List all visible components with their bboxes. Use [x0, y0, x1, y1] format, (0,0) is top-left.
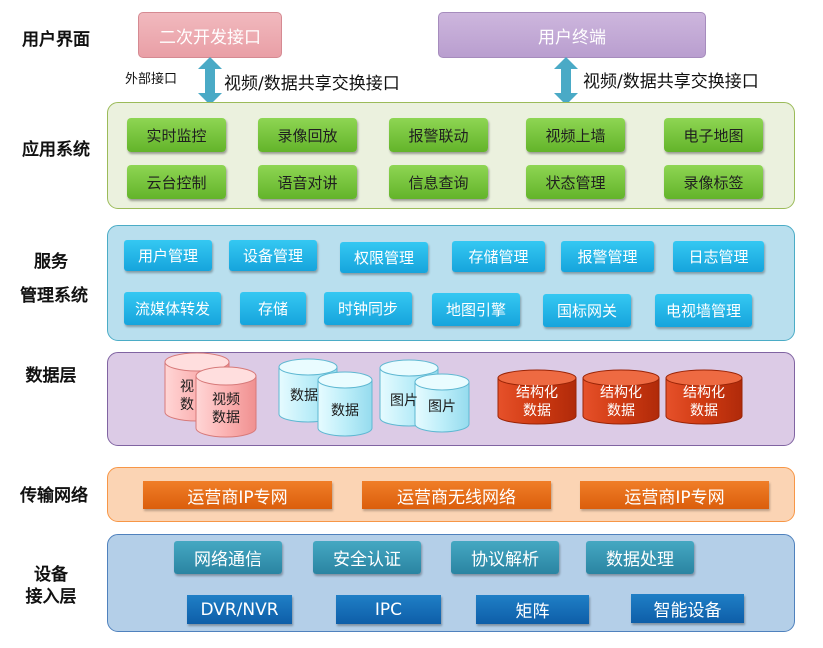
app-module-info-query[interactable]: 信息查询 [389, 165, 488, 199]
structured-data-label-1: 结构化 数据 [516, 385, 558, 419]
user-terminal-box[interactable]: 用户终端 [438, 12, 706, 58]
cyan-cylinder-b-front [414, 373, 470, 433]
double-arrow-icon-left [198, 57, 222, 105]
app-module-status-management[interactable]: 状态管理 [526, 165, 625, 199]
structured-data-label-3: 结构化 数据 [683, 385, 725, 419]
device-dvr-nvr[interactable]: DVR/NVR [187, 595, 292, 624]
row-label-service-management-1: 服务 [34, 252, 68, 272]
service-map-engine[interactable]: 地图引擎 [432, 293, 520, 326]
service-storage[interactable]: 存储 [240, 292, 306, 325]
secondary-dev-interface-box[interactable]: 二次开发接口 [138, 12, 282, 58]
transport-ip-private-network-2[interactable]: 运营商IP专网 [580, 481, 769, 509]
external-interface-label: 外部接口 [125, 72, 178, 87]
app-module-intercom[interactable]: 语音对讲 [258, 165, 357, 199]
transport-wireless-network[interactable]: 运营商无线网络 [362, 481, 551, 509]
row-label-application-system: 应用系统 [22, 140, 90, 160]
cyan-cylinder-b-front-label: 图片 [428, 399, 456, 415]
service-user-management[interactable]: 用户管理 [124, 240, 212, 271]
row-label-service-management-2: 管理系统 [20, 286, 88, 306]
row-label-device-access-1: 设备 [34, 565, 68, 585]
app-module-video-wall[interactable]: 视频上墙 [526, 118, 625, 152]
device-function-network-comm[interactable]: 网络通信 [174, 541, 282, 574]
cyan-cylinder-a-front-label: 数据 [331, 403, 359, 419]
right-share-interface-label: 视频/数据共享交换接口 [583, 72, 759, 92]
row-label-data-layer: 数据层 [25, 366, 77, 386]
app-module-alarm-linkage[interactable]: 报警联动 [389, 118, 488, 152]
device-function-protocol-parsing[interactable]: 协议解析 [451, 541, 559, 574]
structured-data-cylinder-3 [665, 369, 743, 425]
service-gb-gateway[interactable]: 国标网关 [543, 294, 631, 327]
device-matrix[interactable]: 矩阵 [476, 595, 589, 624]
structured-data-label-2: 结构化 数据 [600, 385, 642, 419]
row-label-user-interface: 用户界面 [22, 30, 90, 50]
pink-cylinder-back-label: 视 数 [180, 379, 194, 413]
device-smart-device[interactable]: 智能设备 [631, 594, 744, 623]
data-cylinders-graphic [164, 352, 743, 438]
cyan-cylinder-a-front [317, 371, 373, 437]
pink-cylinder-front [195, 366, 257, 438]
service-tv-wall-management[interactable]: 电视墙管理 [655, 294, 752, 327]
cyan-cylinder-a-back-label: 数据 [290, 388, 318, 404]
app-module-realtime-monitor[interactable]: 实时监控 [127, 118, 226, 152]
structured-data-cylinder-2 [582, 369, 660, 425]
service-device-management[interactable]: 设备管理 [229, 240, 317, 271]
service-storage-management[interactable]: 存储管理 [452, 241, 545, 272]
device-function-data-processing[interactable]: 数据处理 [586, 541, 694, 574]
row-label-transport-network: 传输网络 [20, 486, 88, 506]
app-module-playback[interactable]: 录像回放 [258, 118, 357, 152]
device-ipc[interactable]: IPC [336, 595, 441, 624]
left-share-interface-label: 视频/数据共享交换接口 [224, 74, 400, 94]
service-permission-management[interactable]: 权限管理 [340, 242, 428, 273]
pink-cylinder-front-label: 视频 数据 [212, 392, 240, 426]
service-alarm-management[interactable]: 报警管理 [561, 241, 654, 272]
double-arrow-icon-right [554, 57, 578, 105]
structured-data-cylinder-1 [497, 369, 577, 425]
service-stream-forwarding[interactable]: 流媒体转发 [124, 292, 221, 325]
device-function-security-auth[interactable]: 安全认证 [313, 541, 421, 574]
transport-ip-private-network-1[interactable]: 运营商IP专网 [143, 481, 332, 509]
service-clock-sync[interactable]: 时钟同步 [324, 292, 412, 325]
row-label-device-access-2: 接入层 [25, 587, 77, 607]
cyan-cylinder-b-back-label: 图片 [390, 393, 418, 409]
app-module-recording-tag[interactable]: 录像标签 [664, 165, 763, 199]
app-module-ptz-control[interactable]: 云台控制 [127, 165, 226, 199]
service-log-management[interactable]: 日志管理 [673, 241, 764, 272]
app-module-emap[interactable]: 电子地图 [664, 118, 763, 152]
